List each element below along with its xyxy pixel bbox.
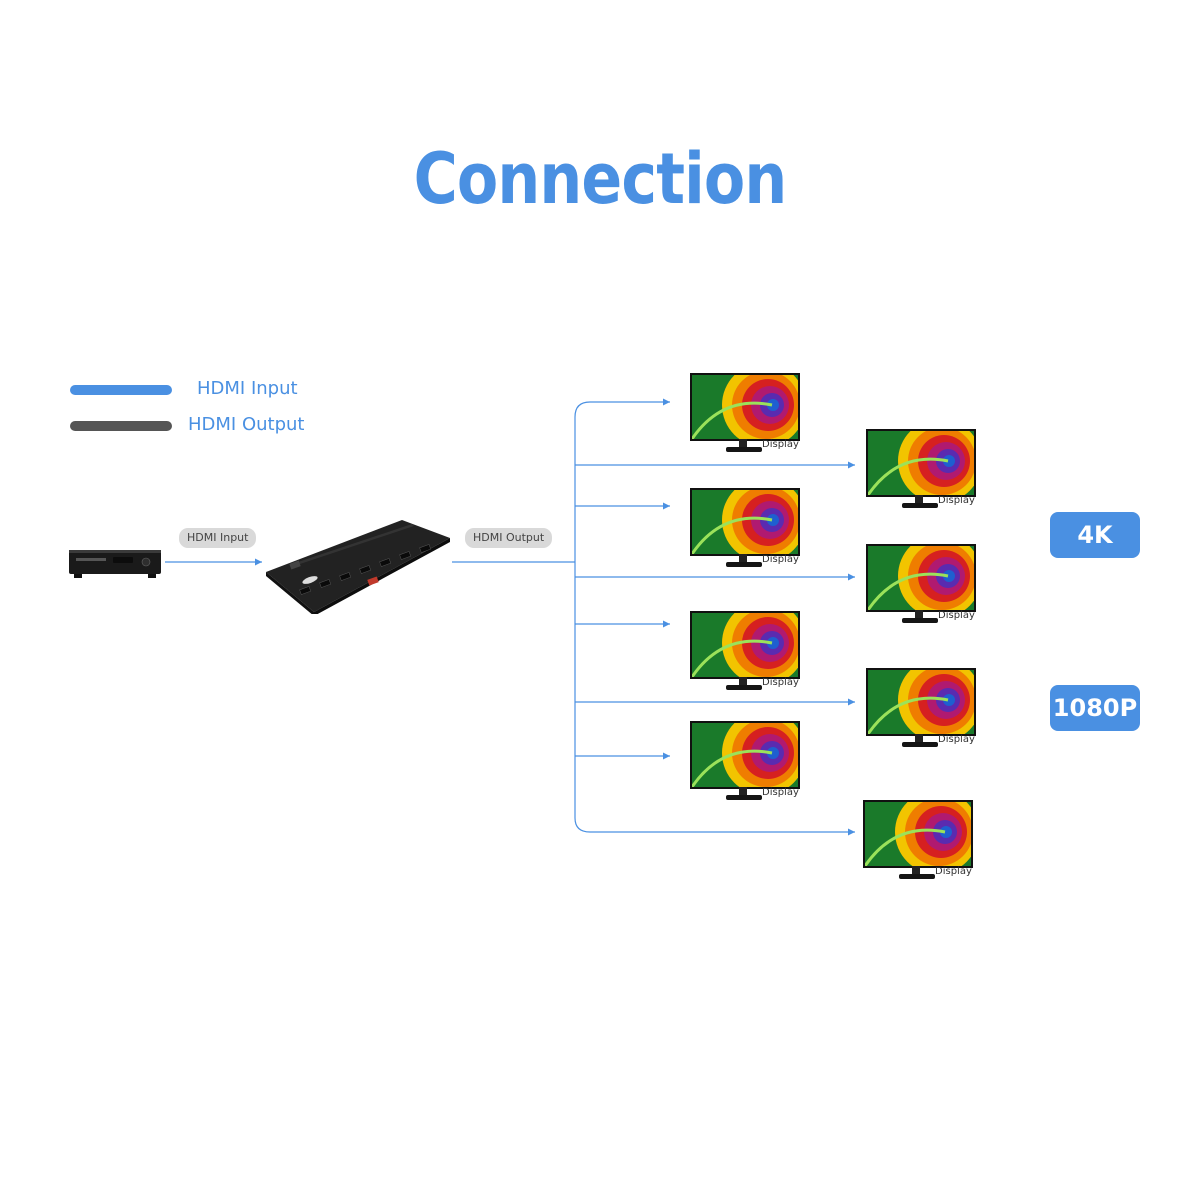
display-monitor-5: Display — [690, 611, 800, 693]
hdmi-output-tag: HDMI Output — [465, 528, 553, 548]
display-monitor-4: Display — [866, 544, 976, 626]
resolution-badge-1080p: 1080P — [1050, 685, 1140, 731]
display-monitor-6: Display — [866, 668, 976, 750]
display-monitor-1: Display — [690, 373, 800, 455]
monitor-icon — [690, 721, 800, 789]
display-monitor-7: Display — [690, 721, 800, 803]
display-label: Display — [938, 734, 975, 745]
monitor-icon — [863, 800, 973, 868]
resolution-badge-4k: 4K — [1050, 512, 1140, 558]
display-monitor-8: Display — [863, 800, 973, 882]
monitor-icon — [690, 611, 800, 679]
display-monitor-3: Display — [690, 488, 800, 570]
legend-input-line — [70, 385, 172, 395]
display-label: Display — [938, 495, 975, 506]
output-bus — [574, 401, 591, 833]
display-label: Display — [762, 439, 799, 450]
display-label: Display — [935, 866, 972, 877]
monitor-icon — [866, 668, 976, 736]
monitor-icon — [866, 429, 976, 497]
display-label: Display — [762, 554, 799, 565]
display-label: Display — [938, 610, 975, 621]
monitor-icon — [690, 373, 800, 441]
page-title: Connection — [413, 138, 788, 220]
monitor-icon — [690, 488, 800, 556]
display-label: Display — [762, 787, 799, 798]
hdmi-splitter-icon — [262, 518, 454, 616]
blu-ray-player-icon — [68, 546, 162, 580]
legend-output-line — [70, 421, 172, 431]
display-label: Display — [762, 677, 799, 688]
hdmi-input-tag: HDMI Input — [179, 528, 257, 548]
legend-output-label: HDMI Output — [188, 414, 305, 435]
legend-input-label: HDMI Input — [197, 378, 298, 399]
monitor-icon — [866, 544, 976, 612]
display-monitor-2: Display — [866, 429, 976, 511]
